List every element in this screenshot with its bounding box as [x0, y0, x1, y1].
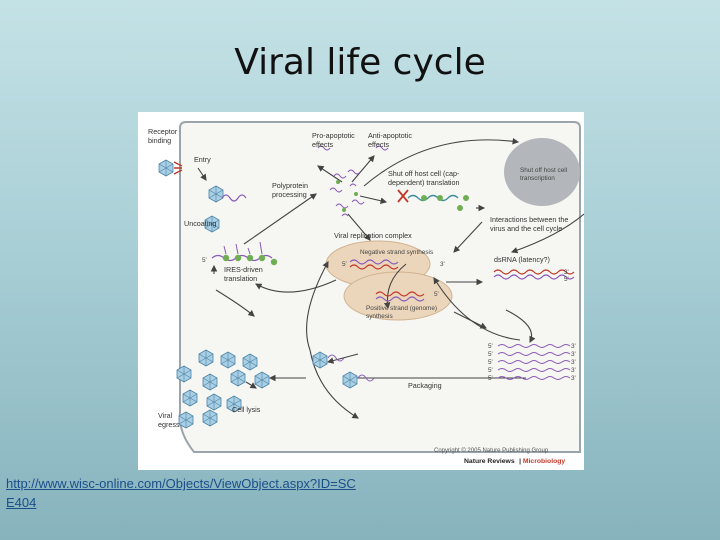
svg-text:5': 5' [202, 257, 207, 264]
label-viral-replication-complex: Viral replication complex [334, 231, 412, 240]
viral-life-cycle-figure: Receptor binding Entry Uncoating Polypro… [138, 112, 584, 470]
label-packaging: Packaging [408, 381, 442, 390]
svg-text:3': 3' [571, 367, 576, 374]
label-dsrna: dsRNA (latency?) [494, 255, 550, 264]
svg-text:3': 3' [571, 359, 576, 366]
label-uncoating: Uncoating [184, 219, 216, 228]
source-link[interactable]: http://www.wisc-online.com/Objects/ViewO… [6, 476, 356, 510]
ires-ribosomes [211, 241, 278, 266]
label-pro-apoptotic: Pro-apoptotic effects [312, 131, 357, 149]
label-receptor-binding: Receptor binding [148, 127, 179, 145]
svg-text:5': 5' [488, 359, 493, 366]
svg-text:3': 3' [564, 269, 569, 276]
svg-text:5': 5' [488, 343, 493, 350]
receptor-site [158, 159, 183, 177]
label-viral-egress: Viral egress [158, 411, 180, 429]
label-entry: Entry [194, 155, 211, 164]
slide-title: Viral life cycle [234, 42, 486, 83]
cycle-arrows [197, 137, 584, 419]
label-shut-off-transcription: Shut off host cell transcription [520, 167, 569, 182]
svg-text:3': 3' [571, 343, 576, 350]
label-negative-strand-synthesis: Negative strand synthesis [360, 249, 433, 256]
svg-text:5': 5' [488, 367, 493, 374]
host-translation-blocked [397, 189, 459, 203]
svg-text:5': 5' [488, 351, 493, 358]
processing-markers [336, 180, 469, 212]
svg-text:5': 5' [488, 375, 493, 382]
polyprotein-fragments [329, 169, 365, 217]
strand-end-labels: 5' 5' 3' 5' 3' 5' 5' 3' 5' 3' 5' 3' 5' 3… [202, 257, 576, 382]
label-positive-strand-synthesis: Positive strand (genome) synthesis [366, 305, 439, 320]
svg-text:3': 3' [571, 375, 576, 382]
journal-credit: Nature Reviews | Microbiology [464, 450, 565, 467]
label-anti-apoptotic: Anti-apoptotic effects [368, 131, 414, 149]
copyright-text: Copyright © 2005 Nature Publishing Group [434, 447, 549, 454]
label-shut-off-translation: Shut off host cell (cap- dependent) tran… [388, 169, 461, 187]
dsrna-strands [493, 269, 575, 280]
svg-text:5': 5' [434, 291, 439, 298]
label-polyprotein-processing: Polyprotein processing [272, 181, 310, 199]
svg-text:3': 3' [440, 261, 445, 268]
entering-virion [208, 185, 224, 203]
label-cell-lysis: Cell lysis [232, 405, 261, 414]
apoptotic-fragments [317, 145, 389, 151]
svg-text:3': 3' [571, 351, 576, 358]
released-rna [221, 194, 247, 202]
svg-text:5': 5' [342, 261, 347, 268]
label-ires-driven-translation: IRES-driven translation [224, 265, 265, 283]
nucleus [504, 138, 580, 206]
packaging-virions [312, 351, 375, 389]
label-interactions: Interactions between the virus and the c… [490, 215, 570, 233]
replication-strands [349, 259, 425, 302]
svg-text:5': 5' [564, 276, 569, 283]
genome-copies [497, 344, 571, 380]
